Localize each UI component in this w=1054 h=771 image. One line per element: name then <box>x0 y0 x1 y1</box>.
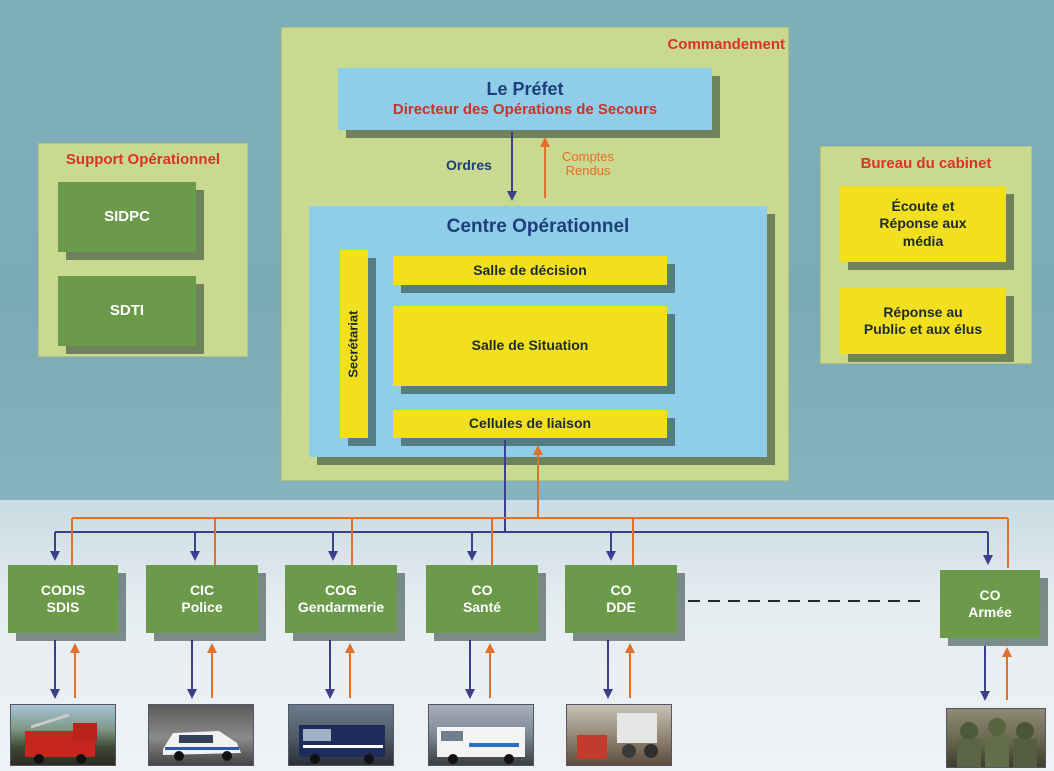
gendarmerie-van-icon <box>299 725 385 764</box>
salle-decision-box: Salle de décision <box>393 256 667 285</box>
photo-arrows-down <box>50 640 990 701</box>
codis-sdis-box: CODIS SDIS <box>8 565 118 633</box>
reponse-line1: Réponse au <box>883 303 963 320</box>
ordres-label: Ordres <box>446 157 492 173</box>
codis-line1: CODIS <box>40 581 86 598</box>
comptes-label-line2: Rendus <box>565 163 611 178</box>
armee-line1: CO <box>979 586 1001 603</box>
cog-line2: Gendarmerie <box>297 599 385 615</box>
ambulance-photo <box>428 704 534 766</box>
codis-line2: SDIS <box>46 599 80 615</box>
cic-police-box: CIC Police <box>146 565 258 633</box>
orange-risers <box>71 518 1009 568</box>
dde-line1: CO <box>610 581 632 598</box>
cellules-liaison-box: Cellules de liaison <box>393 410 667 438</box>
ecoute-media-box: Écoute et Réponse aux média <box>840 186 1006 262</box>
prefet-title: Le Préfet <box>486 79 564 100</box>
cog-gendarmerie-box: COG Gendarmerie <box>285 565 397 633</box>
cic-line1: CIC <box>189 581 215 598</box>
sante-line1: CO <box>471 581 493 598</box>
salle-situation-box: Salle de Situation <box>393 306 667 386</box>
ecoute-line2: Réponse aux <box>879 215 967 232</box>
police-car-photo <box>148 704 254 766</box>
police-car-icon <box>163 731 241 761</box>
secretariat-box: Secrétariat <box>340 250 368 438</box>
comptes-rendus-label: Comptes Rendus <box>562 150 614 178</box>
reponse-line2: Public et aux élus <box>863 321 983 337</box>
photo-arrows-up <box>70 643 1012 700</box>
ambulance-icon <box>437 727 525 764</box>
blue-drops <box>50 532 993 565</box>
cic-line2: Police <box>181 599 223 615</box>
ecoute-line1: Écoute et <box>891 197 955 214</box>
soldiers-icon <box>957 718 1037 767</box>
co-dde-box: CO DDE <box>565 565 677 633</box>
dde-scene-icon <box>577 713 658 759</box>
cog-line1: COG <box>325 581 357 598</box>
commandement-title: Commandement <box>667 36 785 53</box>
sdti-box: SDTI <box>58 276 196 346</box>
prefet-box: Le Préfet Directeur des Opérations de Se… <box>338 68 712 130</box>
sante-line2: Santé <box>462 599 502 615</box>
dde-line2: DDE <box>606 599 636 615</box>
armee-soldiers-photo <box>946 708 1046 768</box>
ecoute-line3: média <box>902 232 944 249</box>
centre-operationnel-title: Centre Opérationnel <box>446 216 630 237</box>
co-sante-box: CO Santé <box>426 565 538 633</box>
co-armee-box: CO Armée <box>940 570 1040 638</box>
comptes-label-line1: Comptes <box>562 149 615 164</box>
sidpc-box: SIDPC <box>58 182 196 252</box>
fire-truck-photo <box>10 704 116 766</box>
fire-truck-icon <box>25 713 97 764</box>
dde-scene-photo <box>566 704 672 766</box>
support-title: Support Opérationnel <box>65 151 221 168</box>
armee-line2: Armée <box>968 604 1012 620</box>
gendarmerie-van-photo <box>288 704 394 766</box>
reponse-public-box: Réponse au Public et aux élus <box>840 288 1006 354</box>
prefet-subtitle: Directeur des Opérations de Secours <box>392 100 658 118</box>
cabinet-title: Bureau du cabinet <box>860 155 992 172</box>
